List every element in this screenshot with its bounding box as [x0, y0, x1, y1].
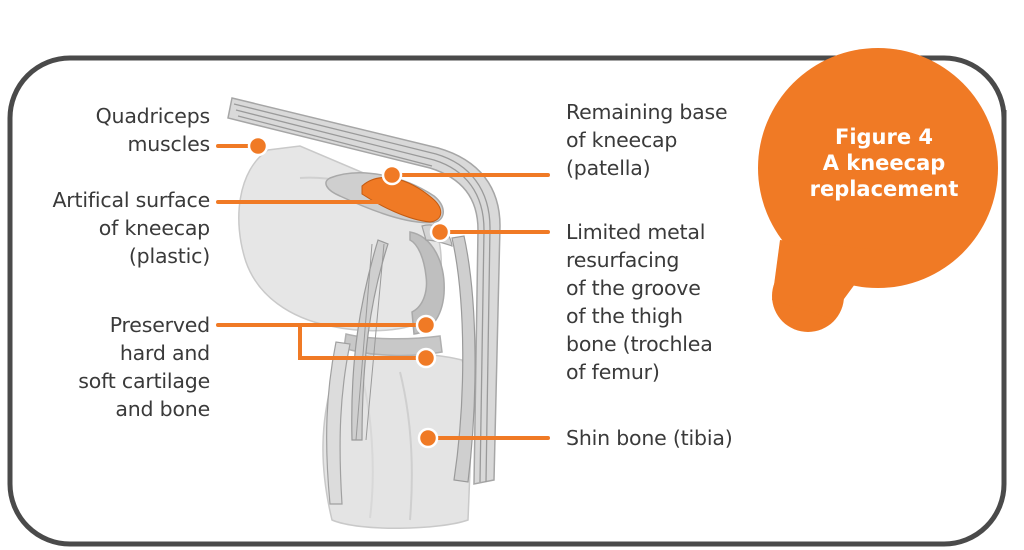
- dot-limited-metal: [431, 223, 449, 241]
- label-remaining-base: Remaining base of kneecap (patella): [566, 98, 766, 182]
- label-quadriceps: Quadriceps muscles: [40, 102, 210, 158]
- label-preserved: Preserved hard and soft cartilage and bo…: [40, 311, 210, 423]
- dot-quadriceps: [249, 137, 267, 155]
- dot-shin-bone: [419, 429, 437, 447]
- tibia-bone: [323, 353, 471, 528]
- figure-number: Figure 4: [794, 124, 974, 150]
- label-limited-metal: Limited metal resurfacing of the groove …: [566, 218, 766, 386]
- label-shin-bone: Shin bone (tibia): [566, 424, 766, 452]
- figure-title: Figure 4 A kneecap replacement: [794, 124, 974, 202]
- dot-preserved-upper: [417, 316, 435, 334]
- label-artificial-surface: Artifical surface of kneecap (plastic): [20, 186, 210, 270]
- figure-caption: A kneecap replacement: [794, 150, 974, 202]
- dot-preserved-lower: [417, 349, 435, 367]
- dot-remaining-base: [383, 166, 401, 184]
